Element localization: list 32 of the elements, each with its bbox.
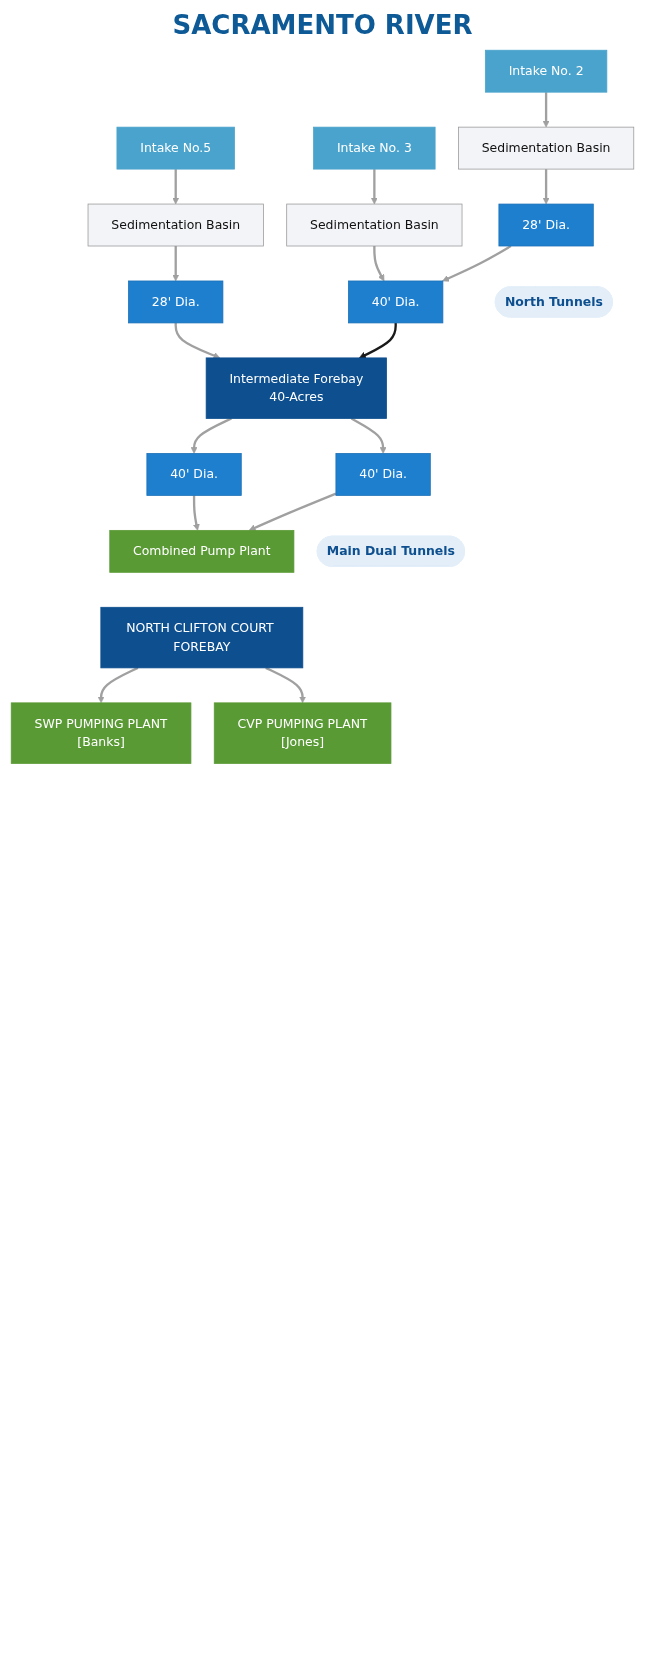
- node-box: CVP PUMPING PLANT [Jones]: [213, 702, 392, 764]
- arrow: [542, 169, 550, 205]
- arrow: [373, 246, 385, 282]
- arrow: [442, 245, 512, 282]
- arrow: [172, 246, 180, 282]
- arrow: [248, 492, 337, 531]
- node-box: 40' Dia.: [335, 453, 431, 496]
- node-box: Combined Pump Plant: [109, 530, 295, 573]
- node-box: 40' Dia.: [348, 280, 444, 324]
- node-box: Sedimentation Basin: [87, 203, 264, 247]
- node-box: SWP PUMPING PLANT [Banks]: [10, 702, 192, 764]
- arrow: [192, 495, 200, 531]
- arrow: [190, 417, 232, 454]
- arrow: [350, 417, 387, 454]
- arrow: [370, 169, 378, 205]
- node-box: 40' Dia.: [146, 453, 242, 496]
- node-box: Intake No. 2: [484, 49, 608, 93]
- arrow: [174, 322, 221, 359]
- node-box: 28' Dia.: [128, 280, 224, 324]
- node-box: NORTH CLIFTON COURT FOREBAY: [100, 606, 304, 669]
- arrow: [542, 92, 550, 128]
- arrow: [359, 322, 397, 359]
- arrow: [265, 666, 306, 704]
- node-box: Intermediate Forebay 40-Acres: [205, 357, 387, 419]
- node-box: Intake No. 3: [313, 126, 436, 170]
- node-box: Sedimentation Basin: [286, 203, 463, 247]
- node-box: 28' Dia.: [498, 203, 594, 247]
- node-box: Sedimentation Basin: [458, 126, 635, 170]
- arrow: [172, 169, 180, 205]
- node-box: Intake No.5: [116, 126, 235, 170]
- arrow: [97, 666, 139, 704]
- diagram-title: SACRAMENTO RIVER: [171, 10, 474, 40]
